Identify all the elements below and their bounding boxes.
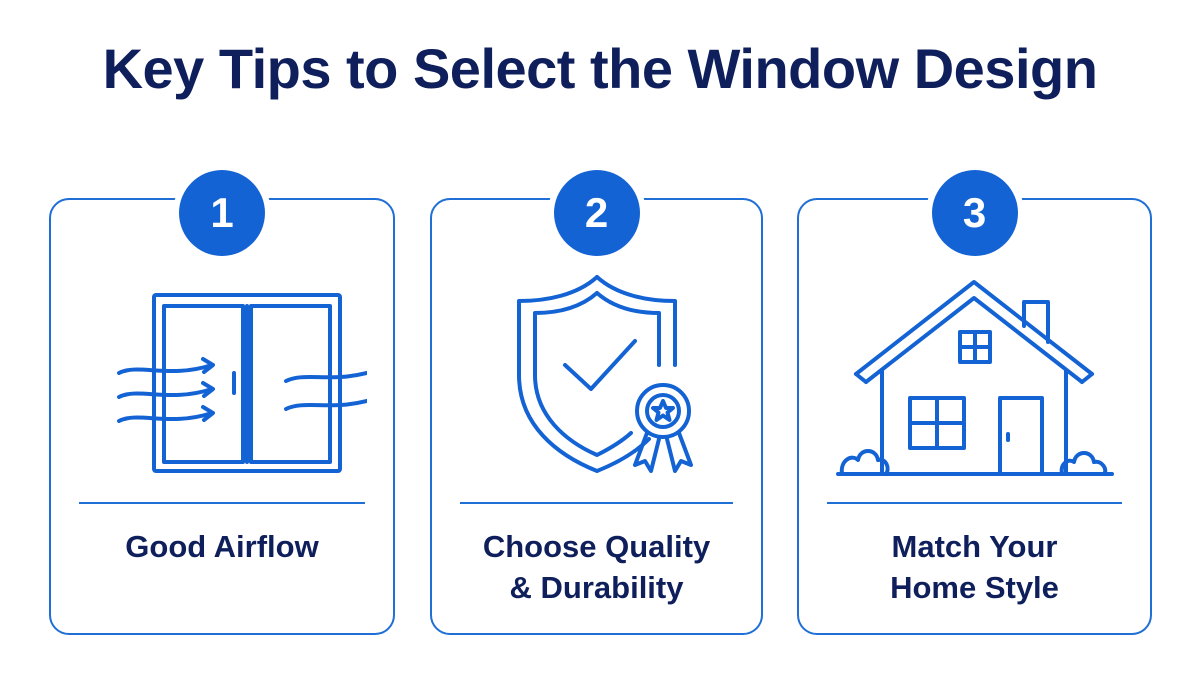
tip-number-badge: 3 [931, 170, 1018, 256]
tip-label: Good Airflow [61, 526, 383, 567]
tip-label-line: Good Airflow [125, 529, 319, 564]
tip-label: Match Your Home Style [809, 526, 1140, 608]
sliding-window-airflow-icon [51, 260, 393, 490]
shield-check-award-icon [432, 260, 761, 490]
card-divider [827, 502, 1122, 504]
tip-card-2: 2 Choose Quality & Durability [430, 170, 763, 635]
tip-card-3: 3 [797, 170, 1152, 635]
tip-label-line: & Durability [509, 570, 684, 605]
tip-label-line: Home Style [890, 570, 1059, 605]
page-title: Key Tips to Select the Window Design [102, 37, 1098, 100]
tip-card-1: 1 Good Airflow [49, 170, 395, 635]
house-icon [799, 260, 1150, 490]
tip-label-line: Match Your [891, 529, 1058, 564]
card-divider [460, 502, 733, 504]
tip-number-badge: 1 [179, 170, 265, 256]
card-divider [79, 502, 365, 504]
tip-number-badge: 2 [553, 170, 640, 256]
tip-label-line: Choose Quality [482, 529, 711, 564]
tip-label: Choose Quality & Durability [442, 526, 751, 608]
